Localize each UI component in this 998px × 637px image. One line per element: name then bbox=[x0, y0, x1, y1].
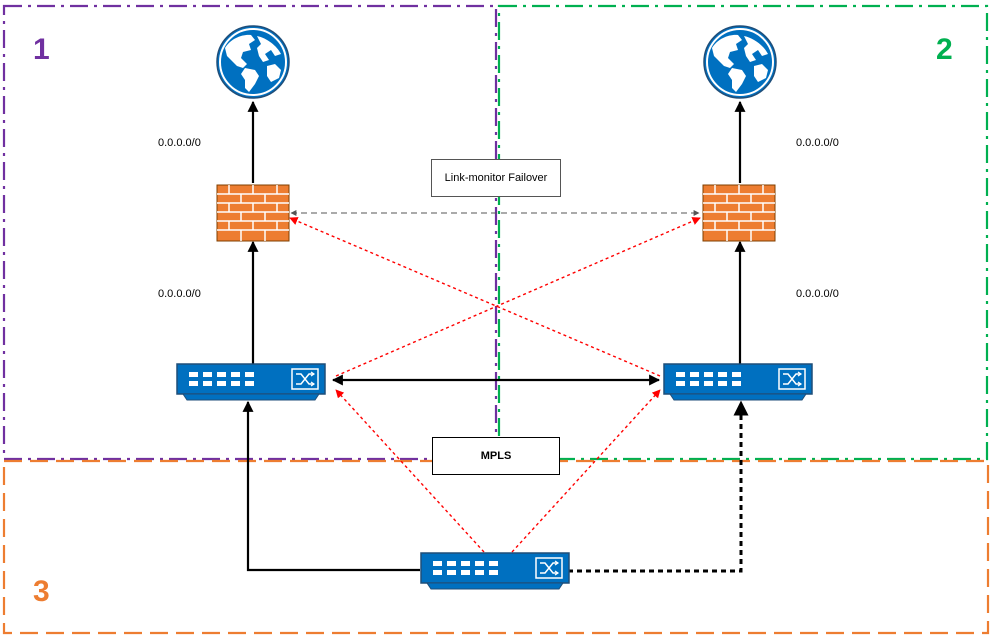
mpls-label: MPLS bbox=[480, 450, 512, 462]
zone-1-boundary bbox=[2, 4, 498, 461]
firewall-right-icon bbox=[702, 184, 776, 242]
route-label-left-lower: 0.0.0.0/0 bbox=[158, 288, 201, 300]
zone-3-boundary bbox=[2, 459, 990, 635]
internet-left-globe-icon bbox=[216, 25, 290, 99]
cross-link-bottom-to-left-switch bbox=[335, 389, 485, 553]
route-label-left-upper: 0.0.0.0/0 bbox=[158, 137, 201, 149]
zone-2-label: 2 bbox=[936, 33, 953, 66]
zone-2-boundary bbox=[497, 4, 989, 461]
failover-label-box: Link-monitor Failover bbox=[431, 159, 561, 197]
failover-label: Link-monitor Failover bbox=[444, 172, 548, 184]
link-bottom-switch-to-right-switch-backup bbox=[568, 400, 749, 573]
switch-bottom-icon bbox=[420, 552, 570, 590]
mpls-label-box: MPLS bbox=[432, 437, 560, 475]
route-label-right-upper: 0.0.0.0/0 bbox=[796, 137, 839, 149]
internet-right-globe-icon bbox=[703, 25, 777, 99]
switch-right-icon bbox=[663, 363, 813, 401]
firewall-left-icon bbox=[216, 184, 290, 242]
zone-1-label: 1 bbox=[33, 33, 50, 66]
route-label-right-lower: 0.0.0.0/0 bbox=[796, 288, 839, 300]
uplinks bbox=[242, 100, 746, 572]
cross-link-right-switch-to-left-firewall bbox=[289, 217, 661, 377]
link-bottom-switch-to-left-switch bbox=[242, 400, 420, 572]
cross-links bbox=[289, 217, 701, 553]
zone-3-label: 3 bbox=[33, 575, 50, 608]
cross-link-bottom-to-right-switch bbox=[511, 389, 661, 553]
cross-link-left-switch-to-right-firewall bbox=[335, 217, 701, 377]
switch-left-icon bbox=[176, 363, 326, 401]
